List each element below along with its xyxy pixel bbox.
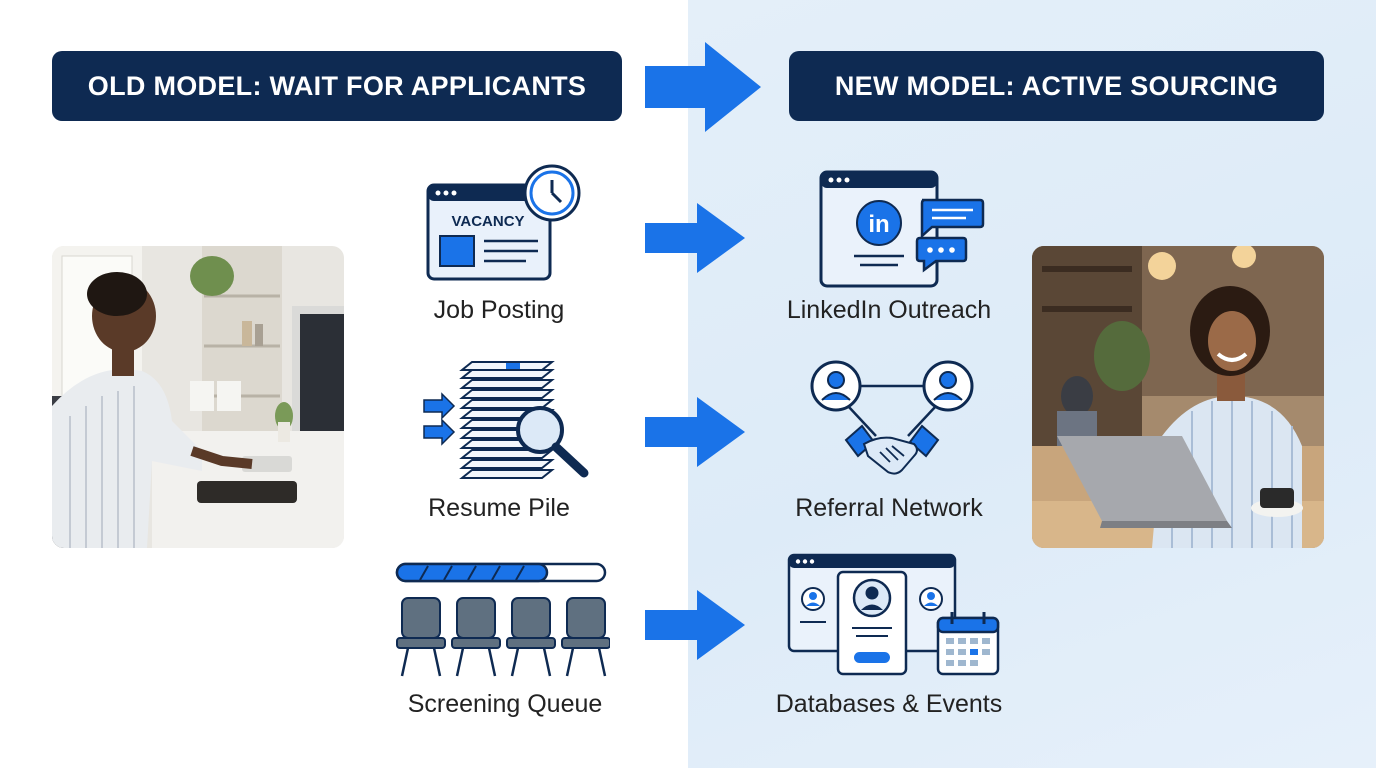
row1-arrow-icon (645, 203, 745, 273)
databases-events-label: Databases & Events (775, 690, 1003, 718)
referral-network-label: Referral Network (795, 494, 983, 522)
resume-pile-label: Resume Pile (428, 494, 570, 522)
linkedin-outreach-label: LinkedIn Outreach (786, 296, 992, 324)
old-model-header: OLD MODEL: WAIT FOR APPLICANTS (52, 51, 622, 121)
screening-queue-label: Screening Queue (407, 690, 603, 718)
header-arrow-icon (645, 42, 761, 132)
linkedin-chat-icon: in (819, 170, 985, 288)
smiling-woman-laptop-cafe-photo (1032, 246, 1324, 548)
vacancy-text: VACANCY (451, 213, 524, 230)
profiles-calendar-icon (787, 553, 1000, 676)
handshake-network-icon (810, 360, 974, 475)
woman-working-at-home-desk-photo (52, 246, 344, 548)
job-posting-label: Job Posting (433, 296, 565, 324)
new-model-header: NEW MODEL: ACTIVE SOURCING (789, 51, 1324, 121)
row3-arrow-icon (645, 590, 745, 660)
linkedin-logo-text: in (868, 211, 889, 238)
row2-arrow-icon (645, 397, 745, 467)
resume-stack-magnifier-icon (423, 361, 589, 479)
waiting-chairs-progress-icon (395, 562, 610, 677)
vacancy-clock-icon: VACANCY (426, 164, 581, 281)
